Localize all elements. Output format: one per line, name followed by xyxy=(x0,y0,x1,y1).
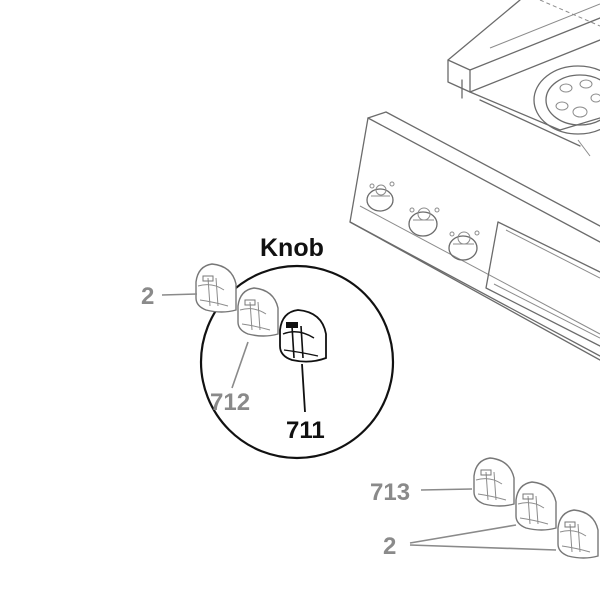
callout-713: 713 xyxy=(370,479,410,506)
diagram-title: Knob xyxy=(260,234,324,262)
callout-712: 712 xyxy=(210,389,250,416)
cooktop-illustration xyxy=(349,0,600,361)
callout-2-left: 2 xyxy=(141,283,154,310)
callout-2-bottom: 2 xyxy=(383,533,396,560)
callout-711: 711 xyxy=(286,417,325,444)
knob-part-2-bottom-b xyxy=(557,509,599,559)
panel-knob-icon xyxy=(408,207,440,237)
leader-line-2-bottom-a xyxy=(409,524,517,544)
leader-line-2-left xyxy=(161,293,198,296)
highlight-circle xyxy=(199,264,395,460)
panel-knob-icon xyxy=(448,230,480,261)
leader-line-712 xyxy=(231,341,249,389)
knob-part-2-left xyxy=(195,263,237,313)
knob-part-2-bottom-a xyxy=(515,481,557,531)
burner-grate-icon xyxy=(533,65,600,135)
knob-part-711 xyxy=(279,309,327,363)
leader-line-711 xyxy=(301,363,306,413)
panel-knob-icon xyxy=(366,181,395,212)
knob-part-712 xyxy=(237,287,279,337)
leader-line-2-bottom-b xyxy=(409,544,557,551)
knob-part-713 xyxy=(473,457,515,507)
leader-line-713 xyxy=(420,488,473,491)
